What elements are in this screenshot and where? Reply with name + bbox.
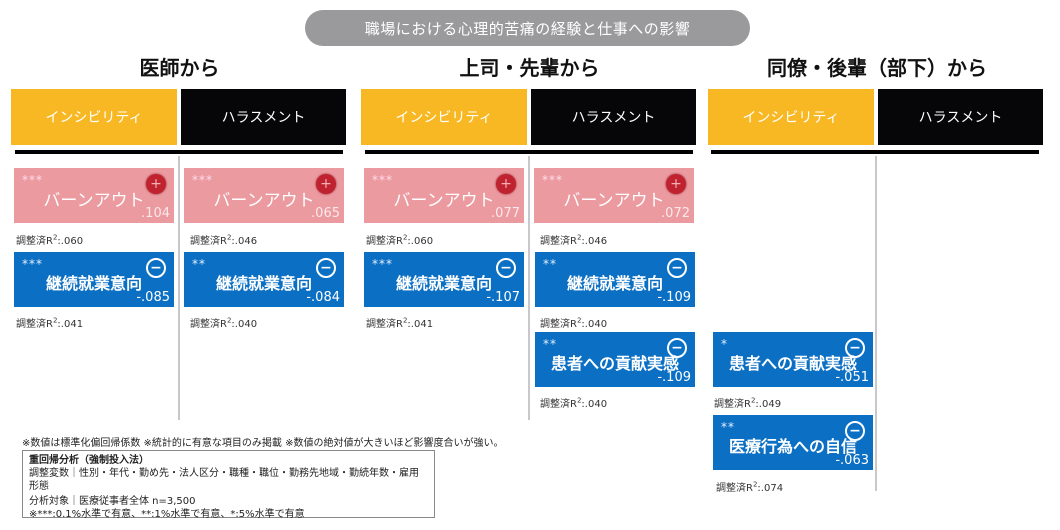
analysis-info-box: 重回帰分析（強制投入法） 調整変数｜性別・年代・勤め先・法人区分・職種・職位・勤… <box>22 450 435 520</box>
sample-info: 分析対象｜医療従事者全体 n=3,500 <box>29 496 196 507</box>
coefficient: .077 <box>491 206 520 221</box>
plus-icon: + <box>496 174 516 194</box>
adjusted-r2: 調整済R2:.040 <box>540 396 608 410</box>
adjusted-r2: 調整済R2:.040 <box>540 316 608 330</box>
minus-icon: − <box>667 338 687 358</box>
column-separator <box>178 156 180 420</box>
coefficient: .104 <box>141 206 170 221</box>
card-label: バーンアウト <box>393 191 495 211</box>
card-patient-contribution: * − 患者への貢献実感 -.051 <box>713 332 873 387</box>
significance-stars: ** <box>543 257 557 271</box>
tab-boss-incivility: インシビリティ <box>361 89 527 145</box>
plus-icon: + <box>316 174 336 194</box>
card-burnout: *** + バーンアウト .072 <box>534 168 694 223</box>
minus-icon: − <box>845 421 865 441</box>
card-label: 患者への貢献実感 <box>550 354 679 373</box>
card-label: 継続就業意向 <box>45 274 142 293</box>
adjusted-r2: 調整済R2:.041 <box>16 316 84 330</box>
adjusted-r2: 調整済R2:.041 <box>366 316 434 330</box>
significance-stars: *** <box>22 173 43 187</box>
minus-icon: − <box>496 258 516 278</box>
minus-icon: − <box>316 258 336 278</box>
minus-icon: − <box>845 338 865 358</box>
adjusted-r2: 調整済R2:.060 <box>366 233 434 247</box>
significance-stars: *** <box>542 173 563 187</box>
group-title-doctor: 医師から <box>139 56 220 80</box>
group-title-peer: 同僚・後輩（部下）から <box>767 56 987 80</box>
card-burnout: *** + バーンアウト .077 <box>364 168 524 223</box>
main-title: 職場における心理的苦痛の経験と仕事への影響 <box>305 10 750 46</box>
coefficient: -.063 <box>835 453 869 468</box>
card-retention-intent: ** − 継続就業意向 -.084 <box>184 252 344 307</box>
plus-icon: + <box>666 174 686 194</box>
column-separator <box>528 156 530 420</box>
group-title-boss: 上司・先輩から <box>459 56 600 80</box>
card-retention-intent: *** − 継続就業意向 -.107 <box>364 252 524 307</box>
adjusted-r2: 調整済R2:.046 <box>540 233 608 247</box>
divider-boss <box>365 150 693 154</box>
adjusted-r2: 調整済R2:.074 <box>716 480 784 494</box>
coefficient: -.085 <box>136 290 170 305</box>
footnote: ※数値は標準化偏回帰係数 ※統計的に有意な項目のみ掲載 ※数値の絶対値が大きいほ… <box>22 438 504 449</box>
card-label: 継続就業意向 <box>395 274 492 293</box>
significance-stars: *** <box>372 173 393 187</box>
analysis-method: 重回帰分析（強制投入法） <box>29 455 149 466</box>
coefficient: -.051 <box>835 370 869 385</box>
card-label: バーンアウト <box>213 191 315 211</box>
card-label: バーンアウト <box>563 191 665 211</box>
coefficient: -.107 <box>486 290 520 305</box>
significance-stars: *** <box>192 173 213 187</box>
card-patient-contribution: ** − 患者への貢献実感 -.109 <box>535 332 695 387</box>
coefficient: -.084 <box>306 290 340 305</box>
significance-stars: * <box>721 337 728 351</box>
card-burnout: *** + バーンアウト .104 <box>14 168 174 223</box>
adjusted-r2: 調整済R2:.049 <box>714 396 782 410</box>
tab-doctor-harassment: ハラスメント <box>181 89 346 145</box>
tab-peer-incivility: インシビリティ <box>708 89 874 145</box>
adjusted-r2: 調整済R2:.060 <box>16 233 84 247</box>
column-separator <box>875 156 877 491</box>
card-retention-intent: ** − 継続就業意向 -.109 <box>535 252 695 307</box>
tab-boss-harassment: ハラスメント <box>531 89 696 145</box>
coefficient: -.109 <box>657 370 691 385</box>
significance-stars: *** <box>22 257 43 271</box>
minus-icon: − <box>667 258 687 278</box>
significance-legend: ※***:0.1%水準で有意、**:1%水準で有意、*:5%水準で有意 <box>29 509 305 520</box>
card-label: バーンアウト <box>43 191 145 211</box>
coefficient: .072 <box>661 206 690 221</box>
tab-doctor-incivility: インシビリティ <box>11 89 177 145</box>
tab-peer-harassment: ハラスメント <box>878 89 1043 145</box>
divider-peer <box>711 150 1039 154</box>
divider-doctor <box>15 150 343 154</box>
card-label: 医療行為への自信 <box>728 437 857 456</box>
coefficient: .065 <box>311 206 340 221</box>
card-retention-intent: *** − 継続就業意向 -.085 <box>14 252 174 307</box>
plus-icon: + <box>146 174 166 194</box>
coefficient: -.109 <box>657 290 691 305</box>
card-label: 継続就業意向 <box>566 274 663 293</box>
card-burnout: *** + バーンアウト .065 <box>184 168 344 223</box>
control-variables: 調整変数｜性別・年代・勤め先・法人区分・職種・職位・勤務先地域・勤続年数・雇用形… <box>29 468 419 492</box>
card-label: 継続就業意向 <box>215 274 312 293</box>
card-medical-confidence: ** − 医療行為への自信 -.063 <box>713 415 873 470</box>
significance-stars: *** <box>372 257 393 271</box>
adjusted-r2: 調整済R2:.046 <box>190 233 258 247</box>
card-label: 患者への貢献実感 <box>728 354 857 373</box>
significance-stars: ** <box>721 420 735 434</box>
significance-stars: ** <box>543 337 557 351</box>
minus-icon: − <box>146 258 166 278</box>
significance-stars: ** <box>192 257 206 271</box>
adjusted-r2: 調整済R2:.040 <box>190 316 258 330</box>
